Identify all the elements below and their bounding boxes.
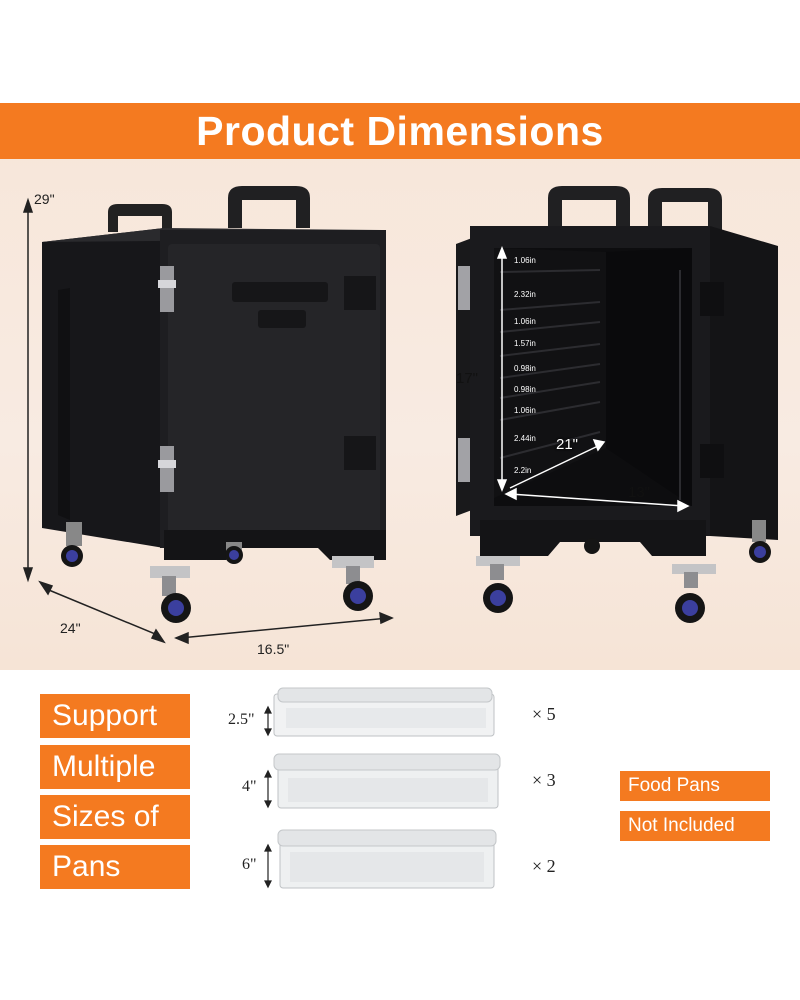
shelf-gap-label: 2.32in	[514, 290, 536, 299]
left-cart-image	[22, 186, 394, 645]
rear-handle	[108, 204, 172, 232]
support-line: Pans	[40, 845, 190, 889]
pan-2-5-inch	[273, 687, 495, 737]
hinge-top	[160, 266, 174, 312]
cart-door	[168, 244, 380, 534]
right-cart-image	[456, 186, 778, 623]
title-banner	[0, 103, 800, 159]
support-line: Support	[40, 694, 190, 738]
shelf-gap-label: 1.06in	[514, 317, 536, 326]
height-dimension-line	[22, 197, 34, 583]
shelf-gap-label: 0.98in	[514, 385, 536, 394]
wheels	[476, 520, 771, 623]
wheels	[61, 522, 374, 623]
support-line: Multiple	[40, 745, 190, 789]
rear-handle	[648, 188, 722, 236]
food-pans-illustration	[264, 687, 501, 889]
cart-side	[42, 228, 164, 548]
front-handle	[228, 186, 310, 228]
shelf-gap-label: 0.98in	[514, 364, 536, 373]
shelf-rails	[499, 269, 601, 459]
pan-quantity-label: × 2	[532, 856, 556, 876]
pan-height-label: 4"	[242, 778, 257, 795]
shelf-gap-label: 2.2in	[514, 466, 532, 475]
shelf-gap-label: 2.44in	[514, 434, 536, 443]
shelf-gap-label: 1.06in	[514, 406, 536, 415]
support-line: Sizes of	[40, 795, 190, 839]
width-dimension-line	[174, 611, 394, 645]
not-included-notice: Not Included	[620, 811, 770, 841]
interior-height-label: 17"	[456, 370, 479, 387]
pan-quantity-label: × 3	[532, 770, 556, 790]
shelf-gap-label: 1.06in	[514, 256, 536, 265]
cart-width-label: 16.5"	[257, 641, 290, 657]
food-pans-notice: Food Pans	[620, 771, 770, 801]
interior-depth-line	[509, 438, 606, 489]
cart-side	[710, 226, 778, 540]
pan-4-inch	[273, 753, 501, 809]
pan-height-label: 2.5"	[228, 711, 255, 728]
depth-dimension-line	[38, 580, 166, 644]
shelf-gap-label: 1.57in	[514, 339, 536, 348]
interior-height-line	[496, 245, 508, 493]
hinge-bottom	[160, 446, 174, 492]
interior-width-line	[504, 487, 690, 513]
cart-height-label: 29"	[34, 191, 55, 207]
interior-width-label: 13"	[628, 484, 651, 501]
pan-height-label: 6"	[242, 856, 257, 873]
pan-quantity-label: × 5	[532, 704, 556, 724]
page-title: Product Dimensions	[196, 108, 604, 154]
front-handle	[548, 186, 630, 228]
cart-depth-label: 24"	[60, 620, 81, 636]
pan-6-inch	[277, 829, 497, 889]
interior-depth-label: 21"	[556, 436, 579, 453]
